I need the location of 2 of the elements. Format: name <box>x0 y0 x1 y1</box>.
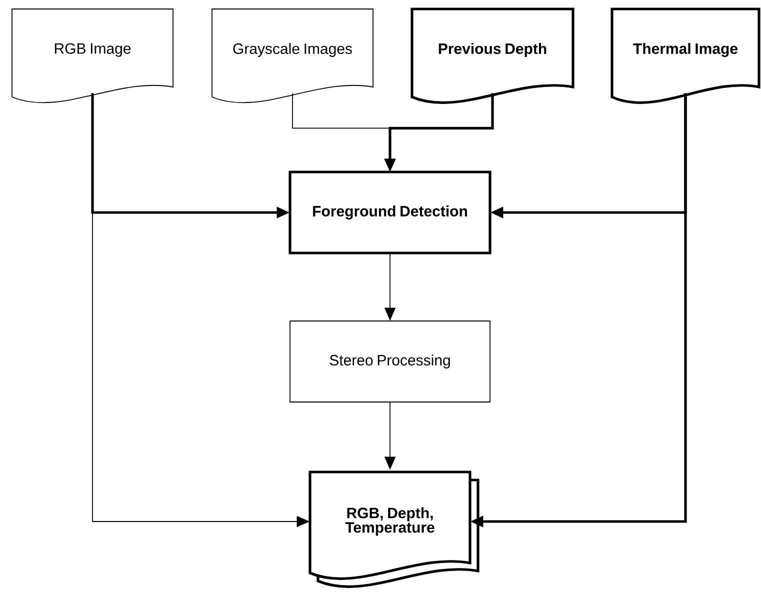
process-box: Foreground Detection <box>288 170 492 254</box>
process-box: Stereo Processing <box>290 320 490 402</box>
